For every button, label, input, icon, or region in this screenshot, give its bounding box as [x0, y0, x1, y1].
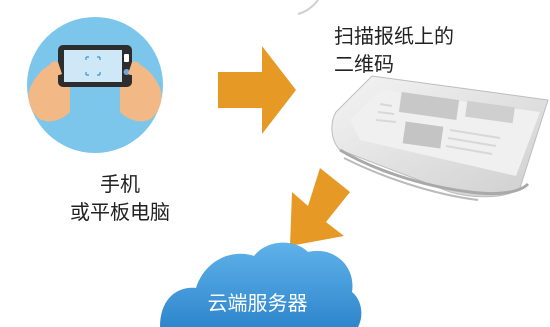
newspaper-icon — [331, 75, 549, 201]
newspaper-caption-line1: 扫描报纸上的 — [334, 24, 454, 48]
decorative-arc — [297, 0, 319, 15]
phone-in-hands-icon — [27, 17, 163, 153]
newspaper-caption: 扫描报纸上的 二维码 — [334, 22, 454, 78]
device-caption-line2: 或平板电脑 — [70, 200, 170, 224]
cloud-caption: 云端服务器 — [207, 291, 308, 315]
device-caption: 手机 或平板电脑 — [40, 170, 200, 226]
arrow-down-left-icon — [290, 168, 350, 246]
newspaper-caption-line2: 二维码 — [334, 52, 394, 76]
arrow-right-icon — [218, 46, 296, 134]
cloud-icon — [160, 242, 362, 327]
device-caption-line1: 手机 — [100, 172, 140, 196]
